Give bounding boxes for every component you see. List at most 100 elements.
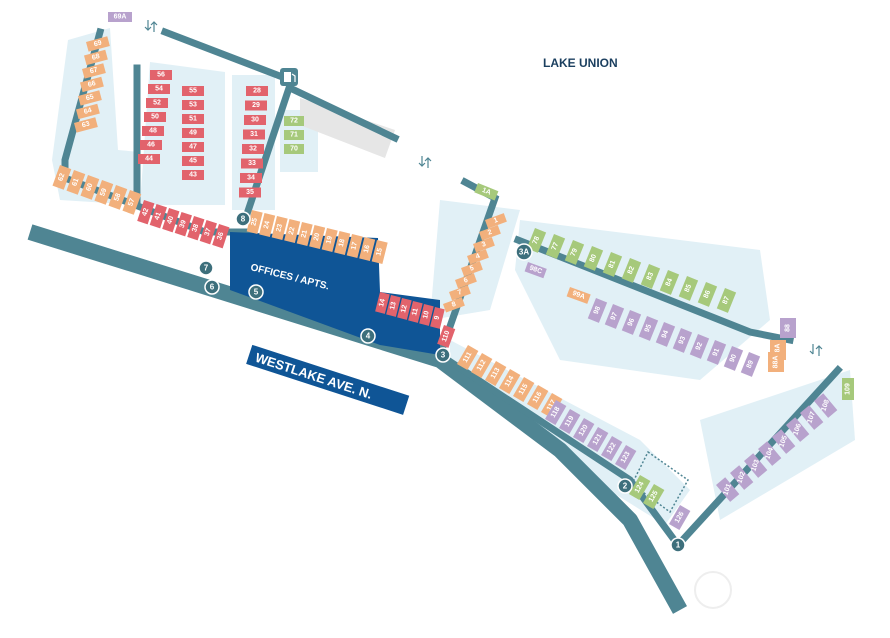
slip-111: 111 xyxy=(457,345,479,371)
slip-104: 104 xyxy=(758,441,782,466)
slip-label: 98C xyxy=(528,265,542,276)
slip-label: 117 xyxy=(546,399,558,412)
slip-rect xyxy=(780,318,796,338)
slip-70: 70 xyxy=(284,144,304,154)
slip-22: 22 xyxy=(284,219,301,244)
slip-121: 121 xyxy=(587,427,609,453)
slip-label: 29 xyxy=(252,102,260,109)
slip-88: 88 xyxy=(780,318,796,338)
slip-label: 98A xyxy=(775,344,782,357)
slip-rect xyxy=(583,246,604,271)
slip-rect xyxy=(182,100,204,110)
slip-label: 19 xyxy=(325,235,334,244)
slip-rect xyxy=(527,385,549,411)
slip-83: 83 xyxy=(640,264,661,289)
slip-rect xyxy=(457,345,479,371)
slip-115: 115 xyxy=(513,377,535,403)
slip-label: 25 xyxy=(250,217,259,226)
marker-8: 8 xyxy=(235,211,251,227)
slip-label: 86 xyxy=(703,289,712,299)
slip-label: 116 xyxy=(532,391,544,404)
slip-49: 49 xyxy=(182,128,204,138)
slip-label: 4 xyxy=(475,253,481,261)
slip-label: 93 xyxy=(678,335,687,345)
slip-rect xyxy=(566,287,591,304)
slip-rect xyxy=(245,100,267,111)
slip-rect xyxy=(182,114,204,124)
slip-label: 22 xyxy=(288,226,297,235)
slips: 6968676665646362616059585756545250484644… xyxy=(52,12,854,531)
slip-63: 63 xyxy=(74,117,98,133)
slip-label: 52 xyxy=(153,100,161,107)
slip-label: 1 xyxy=(493,217,499,225)
slip-109: 109 xyxy=(842,378,854,400)
slip-rect xyxy=(443,297,465,313)
slip-label: 5 xyxy=(469,265,475,273)
slip-rect xyxy=(629,475,651,501)
slip-rect xyxy=(321,228,338,253)
slip-label: 37 xyxy=(204,227,213,237)
slip-rect xyxy=(678,276,699,301)
slip-label: 51 xyxy=(189,116,197,123)
marker-label: 1 xyxy=(676,541,681,550)
slip-88A: 88A xyxy=(768,352,784,372)
slip-rect xyxy=(74,117,98,133)
slip-label: 78 xyxy=(532,235,541,245)
slip-label: 7 xyxy=(457,289,463,297)
slip-label: 68 xyxy=(91,53,100,62)
slip-label: 30 xyxy=(251,117,259,124)
slip-label: 103 xyxy=(750,459,761,472)
slip-10: 10 xyxy=(419,304,434,326)
slip-label: 102 xyxy=(736,471,747,484)
slip-rect xyxy=(241,158,263,169)
slip-label: 111 xyxy=(462,351,474,364)
slip-label: 118 xyxy=(550,406,562,419)
slip-41: 41 xyxy=(149,204,167,229)
slip-label: 64 xyxy=(83,107,92,116)
slip-label: 61 xyxy=(71,177,80,187)
slip-label: 49 xyxy=(189,130,197,137)
slip-51: 51 xyxy=(182,114,204,124)
marker-5: 5 xyxy=(248,284,264,300)
offices-building: OFFICES / APTS. xyxy=(230,232,440,355)
slip-rect xyxy=(419,304,434,326)
slip-rect xyxy=(271,216,288,241)
slip-60: 60 xyxy=(80,175,100,200)
slip-103: 103 xyxy=(744,453,768,478)
slip-20: 20 xyxy=(309,225,326,250)
slip-59: 59 xyxy=(94,180,114,205)
slip-46: 46 xyxy=(140,140,162,150)
slip-123: 123 xyxy=(615,445,637,471)
slip-39: 39 xyxy=(174,212,192,237)
slip-rect xyxy=(669,505,691,531)
slip-rect xyxy=(455,273,477,289)
slip-label: 98 xyxy=(593,305,602,315)
slip-label: 83 xyxy=(646,271,655,281)
watermark-circle xyxy=(694,571,732,609)
slip-label: 62 xyxy=(57,172,66,182)
slip-rect xyxy=(80,76,104,93)
slip-80: 80 xyxy=(583,246,604,271)
slip-3: 3 xyxy=(473,237,495,253)
slip-rect xyxy=(638,316,659,341)
slip-rect xyxy=(76,103,100,120)
slip-rect xyxy=(174,212,192,237)
slip-125: 125 xyxy=(643,484,665,510)
slip-label: 91 xyxy=(712,347,721,357)
slip-126: 126 xyxy=(669,505,691,531)
slip-label: 107 xyxy=(806,411,817,424)
slip-32: 32 xyxy=(242,144,264,154)
slip-rect xyxy=(138,154,160,164)
slip-113: 113 xyxy=(485,361,507,387)
slip-40: 40 xyxy=(162,208,180,233)
slip-38: 38 xyxy=(187,216,205,241)
marker-3: 3 xyxy=(435,347,451,363)
slip-28: 28 xyxy=(246,86,268,96)
slip-rect xyxy=(716,288,737,313)
slip-rect xyxy=(80,175,100,200)
slip-rect xyxy=(471,353,493,379)
slip-label: 35 xyxy=(246,189,254,196)
slip-rect xyxy=(740,352,761,377)
slip-91: 91 xyxy=(706,340,727,365)
slip-13: 13 xyxy=(386,295,401,317)
